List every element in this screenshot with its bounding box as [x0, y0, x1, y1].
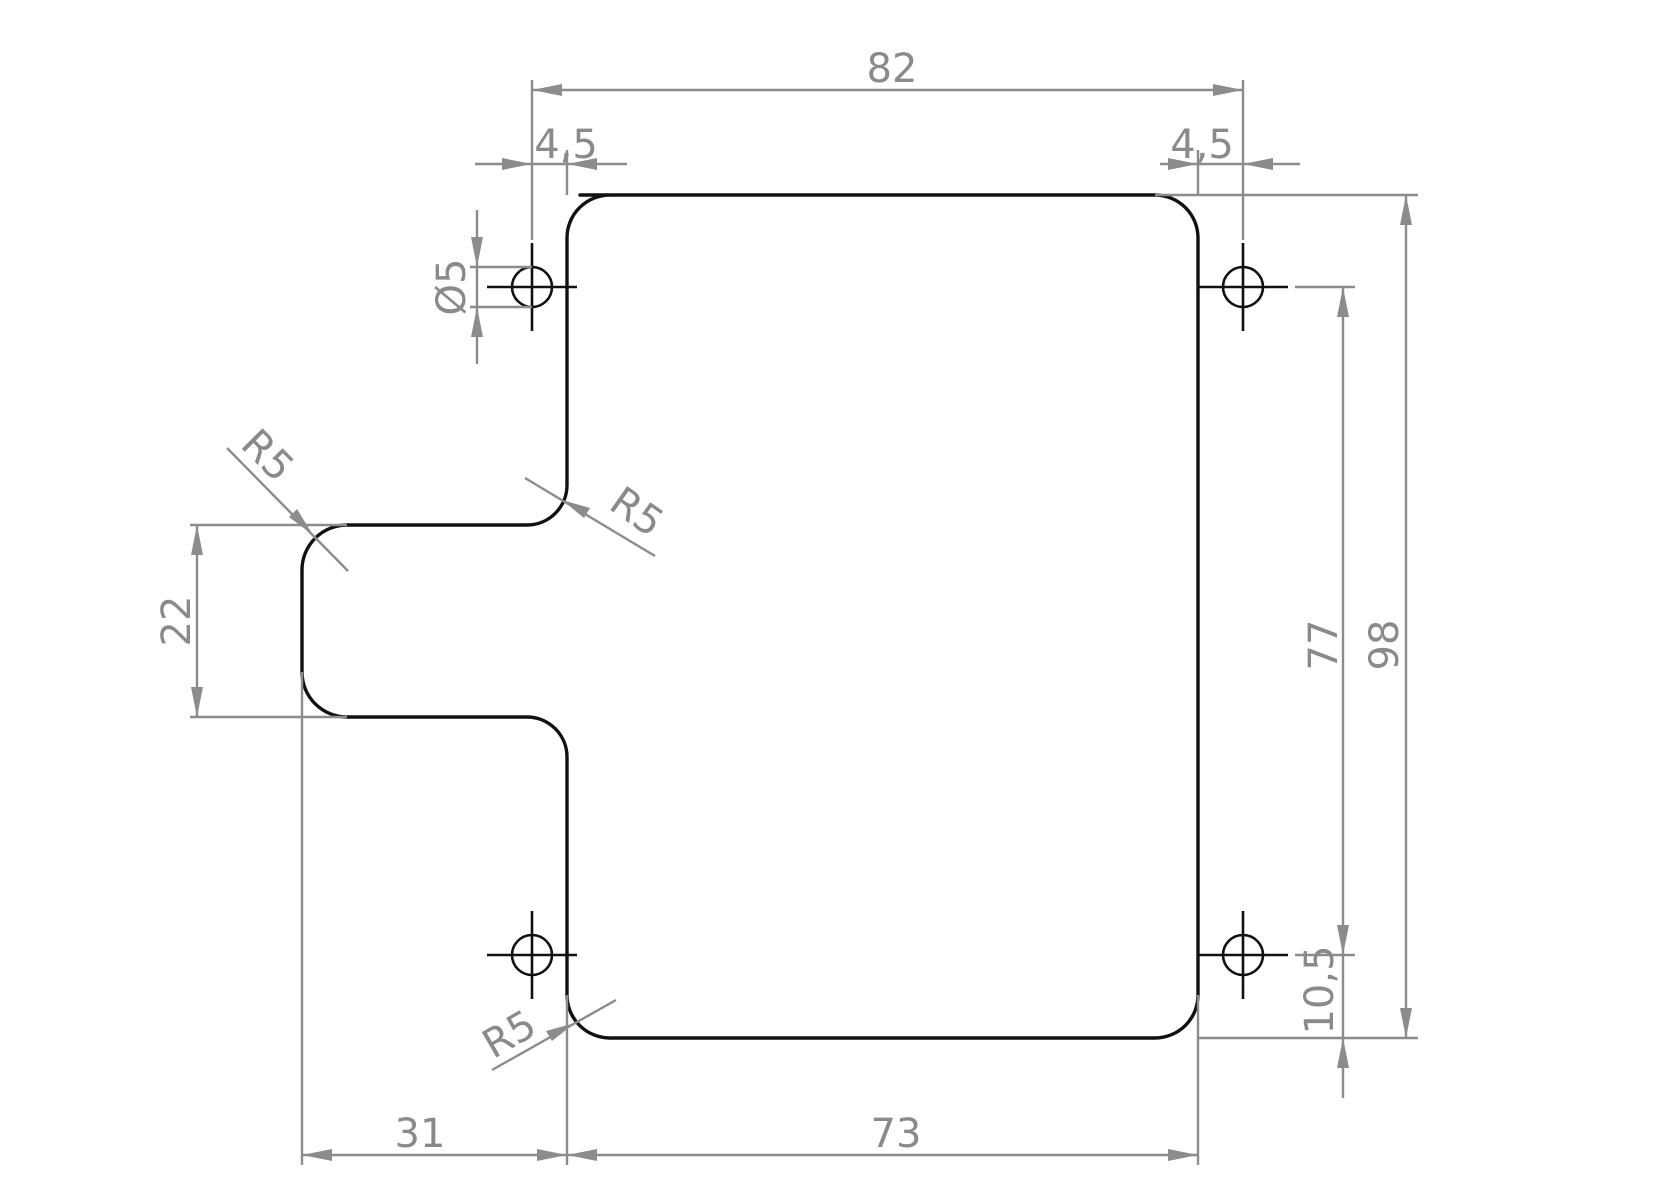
- dimension-overall-height: 98: [1155, 193, 1418, 1040]
- hole-top-right: [1198, 243, 1288, 331]
- arrowhead: [567, 1149, 597, 1161]
- dimension-label: 31: [395, 1111, 446, 1157]
- dimension-tab-corner-radius: R5: [226, 421, 349, 572]
- arrowhead: [1243, 158, 1273, 170]
- arrowhead: [1400, 1008, 1412, 1038]
- arrowhead: [537, 1149, 567, 1161]
- hole-bottom-right: [1198, 911, 1288, 999]
- dimension-label: 4,5: [534, 122, 598, 168]
- arrowhead: [471, 237, 483, 267]
- dimension-label: 22: [154, 596, 200, 647]
- arrowhead: [532, 84, 562, 96]
- arrowhead: [1400, 195, 1412, 225]
- dimension-label: R5: [475, 1002, 544, 1068]
- arrowhead: [502, 158, 532, 170]
- leader-line: [226, 447, 349, 572]
- dimension-body-width: 73: [567, 995, 1200, 1165]
- dimension-label: 4,5: [1170, 122, 1234, 168]
- dimension-label: 73: [871, 1111, 922, 1157]
- arrowhead: [567, 158, 597, 170]
- arrowhead: [1337, 925, 1349, 955]
- hole-top-left: [487, 243, 577, 331]
- dimension-left-hole-offset: 4,5: [475, 122, 627, 195]
- leader-line: [524, 476, 656, 558]
- dimension-inner-corner-radius: R5: [524, 476, 671, 558]
- dimension-hole-diameter: Ø5: [429, 210, 532, 364]
- dimension-label: 82: [867, 46, 918, 92]
- dimension-hole-spacing: 77: [1295, 285, 1355, 957]
- dimension-label: Ø5: [429, 259, 475, 316]
- arrowhead: [1168, 158, 1198, 170]
- arrowhead: [562, 500, 590, 518]
- arrowhead: [1337, 1038, 1349, 1068]
- dimension-tab-width: 31: [300, 672, 569, 1165]
- dimension-label: R5: [232, 421, 302, 491]
- dimension-tab-height: 22: [154, 523, 347, 719]
- dimension-label: 98: [1362, 620, 1408, 671]
- dimension-overall-width: 82: [530, 46, 1245, 240]
- arrowhead: [1337, 287, 1349, 317]
- hole-bottom-left: [487, 911, 577, 999]
- dimension-label: 10,5: [1297, 945, 1343, 1034]
- arrowhead: [289, 509, 313, 535]
- arrowhead: [471, 307, 483, 337]
- part-outline: [300, 193, 1200, 1040]
- arrowhead: [1168, 1149, 1198, 1161]
- arrowhead: [191, 687, 203, 717]
- arrowhead: [302, 1149, 332, 1161]
- dimension-label: R5: [601, 478, 671, 546]
- dimension-label: 77: [1301, 620, 1347, 671]
- dimension-bottom-hole-offset: 10,5: [1297, 945, 1349, 1098]
- arrowhead: [1213, 84, 1243, 96]
- dimension-right-hole-offset: 4,5: [1160, 122, 1300, 195]
- arrowhead: [191, 525, 203, 555]
